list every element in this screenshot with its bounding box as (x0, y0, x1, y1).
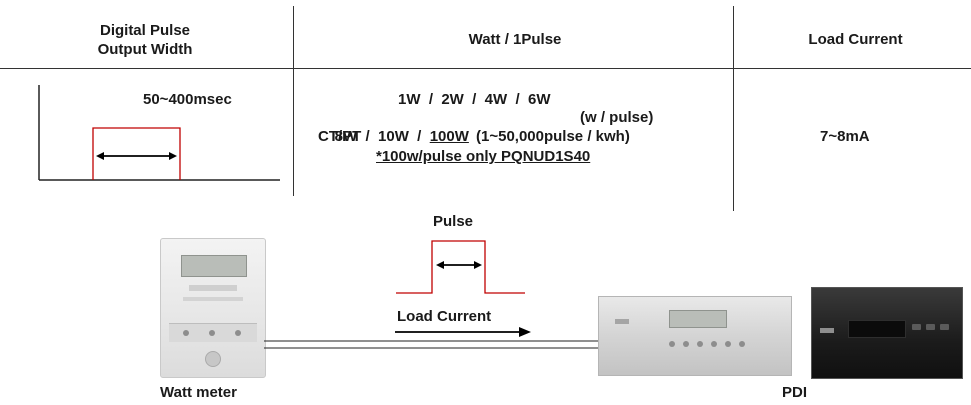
header-divider (0, 68, 971, 69)
watt-meter-label: Watt meter (160, 383, 237, 402)
header-watt-per-pulse: Watt / 1Pulse (300, 30, 730, 49)
pdi-label: PDI (782, 383, 807, 402)
watt-meter-image (160, 238, 266, 378)
header-pulse-width: Digital Pulse Output Width (40, 21, 250, 59)
watt-line-3-left: CT/PT (318, 127, 361, 146)
pdi-button-icon (669, 341, 675, 347)
load-current-value: 7~8mA (820, 127, 870, 146)
pdi-black-button-icon (912, 324, 921, 330)
watt-meter-led-icon (183, 330, 189, 336)
pdi-button-icon (711, 341, 717, 347)
header-load-current: Load Current (740, 30, 971, 49)
watt-meter-label-plate (189, 285, 237, 291)
watt-line-4-note: *100w/pulse only PQNUD1S40 (376, 147, 590, 166)
column-divider-2 (733, 6, 734, 211)
watt-meter-display (181, 255, 247, 277)
watt-meter-led-icon (235, 330, 241, 336)
watt-meter-label-plate-2 (183, 297, 243, 301)
pdi-device-black-image (811, 287, 963, 379)
pdi-device-image (598, 296, 792, 376)
pdi-display (669, 310, 727, 328)
pdi-black-button-icon (940, 324, 949, 330)
watt-line-3-right: (1~50,000pulse / kwh) (476, 127, 630, 146)
pdi-black-logo (820, 328, 834, 333)
watt-meter-terminal (205, 351, 221, 367)
pdi-button-icon (725, 341, 731, 347)
pulse-waveform-diagram (30, 80, 290, 190)
pdi-black-button-icon (926, 324, 935, 330)
watt-line-2-underlined: 100W (430, 128, 469, 145)
pulse-label: Pulse (433, 212, 473, 231)
watt-meter-led-icon (209, 330, 215, 336)
column-divider-1 (293, 6, 294, 196)
pdi-black-display (848, 320, 906, 338)
pdi-logo (615, 319, 629, 324)
pulse-signal-diagram (390, 235, 530, 301)
pdi-button-icon (697, 341, 703, 347)
watt-line-1: 1W / 2W / 4W / 6W (398, 90, 551, 109)
pdi-button-icon (683, 341, 689, 347)
pdi-button-icon (739, 341, 745, 347)
watt-line-2-unit: (w / pulse) (580, 108, 653, 127)
signal-wires (264, 336, 604, 356)
